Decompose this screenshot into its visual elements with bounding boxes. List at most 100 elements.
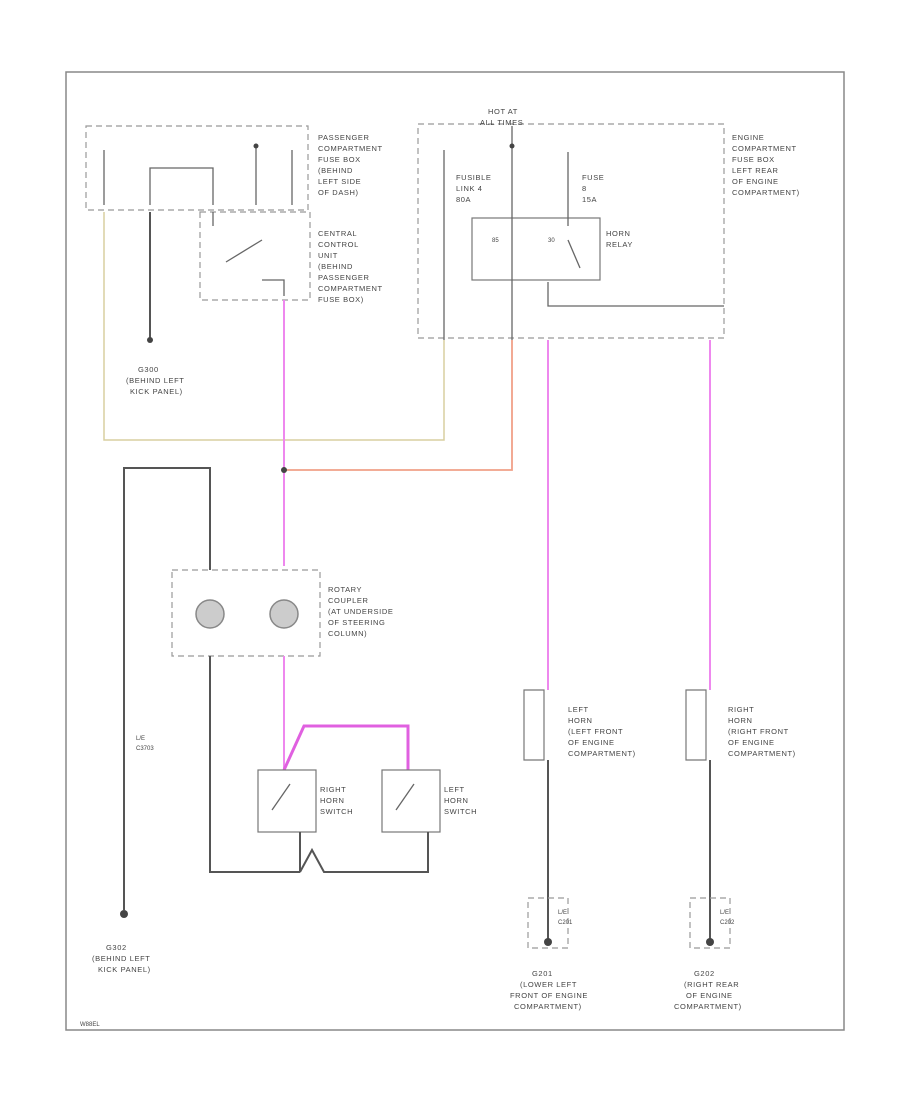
svg-text:PASSENGER: PASSENGER — [318, 133, 370, 142]
svg-text:KICK PANEL): KICK PANEL) — [130, 387, 183, 396]
coupler-coil-right — [269, 599, 299, 629]
ground-left-front-label: G201 (LOWER LEFT FRONT OF ENGINE COMPART… — [510, 969, 588, 1011]
svg-text:FRONT OF ENGINE: FRONT OF ENGINE — [510, 991, 588, 1000]
horn-relay-label: HORN RELAY — [606, 229, 633, 249]
svg-text:ALL TIMES: ALL TIMES — [480, 118, 523, 127]
svg-text:SWITCH: SWITCH — [320, 807, 353, 816]
right-horn-switch-label: RIGHT HORN SWITCH — [320, 785, 353, 816]
ground-node-g202 — [706, 938, 714, 946]
ccu-switch-blade — [225, 239, 263, 263]
rotary-coupler-outline — [171, 569, 321, 657]
svg-text:(BEHIND: (BEHIND — [318, 262, 353, 271]
svg-text:LEFT: LEFT — [444, 785, 465, 794]
lc-c3703-label: L/E C3703 — [136, 736, 154, 752]
switch-ground-wire — [299, 832, 429, 873]
right-horn-body — [685, 689, 707, 761]
svg-text:(RIGHT REAR: (RIGHT REAR — [684, 980, 739, 989]
svg-text:HORN: HORN — [320, 796, 344, 805]
svg-text:(AT UNDERSIDE: (AT UNDERSIDE — [328, 607, 393, 616]
ground-right-rear-label: G202 (RIGHT REAR OF ENGINE COMPARTMENT) — [674, 969, 742, 1011]
svg-text:OF DASH): OF DASH) — [318, 188, 359, 197]
svg-text:OF ENGINE: OF ENGINE — [728, 738, 775, 747]
svg-text:CONTROL: CONTROL — [318, 240, 359, 249]
svg-text:L/E: L/E — [720, 910, 729, 916]
left-horn-body — [523, 689, 545, 761]
right-horn-label: RIGHT HORN (RIGHT FRONT OF ENGINE COMPAR… — [728, 705, 795, 758]
svg-text:OF ENGINE: OF ENGINE — [686, 991, 733, 1000]
svg-text:OF ENGINE: OF ENGINE — [732, 177, 779, 186]
svg-text:KICK PANEL): KICK PANEL) — [98, 965, 151, 974]
diagram-border — [65, 71, 845, 1031]
svg-text:L/E: L/E — [558, 910, 567, 916]
central-control-unit-label: CENTRAL CONTROL UNIT (BEHIND PASSENGER C… — [318, 229, 382, 304]
left-horn-switch-outline — [381, 769, 441, 833]
left-horn-label: LEFT HORN (LEFT FRONT OF ENGINE COMPARTM… — [568, 705, 636, 758]
svg-text:FUSIBLE: FUSIBLE — [456, 173, 491, 182]
svg-text:RELAY: RELAY — [606, 240, 633, 249]
relay-pin-85: 85 — [492, 238, 499, 244]
svg-text:C202: C202 — [720, 920, 735, 926]
svg-text:PASSENGER: PASSENGER — [318, 273, 370, 282]
svg-text:HORN: HORN — [728, 716, 752, 725]
c201-connector — [527, 897, 569, 949]
footer-code: W88EL — [80, 1022, 100, 1028]
right-switch-blade — [271, 783, 291, 811]
svg-text:COMPARTMENT): COMPARTMENT) — [514, 1002, 582, 1011]
svg-text:G202: G202 — [694, 969, 715, 978]
svg-text:FUSE: FUSE — [582, 173, 604, 182]
pfb-wire-loop — [149, 167, 214, 205]
engine-fuse-box-outline — [417, 123, 725, 339]
svg-text:LINK 4: LINK 4 — [456, 184, 483, 193]
svg-text:80A: 80A — [456, 195, 471, 204]
svg-text:COMPARTMENT): COMPARTMENT) — [674, 1002, 742, 1011]
svg-text:COMPARTMENT): COMPARTMENT) — [732, 188, 800, 197]
pink-switch-bridge — [282, 724, 410, 771]
passenger-fuse-box-label: PASSENGER COMPARTMENT FUSE BOX (BEHIND L… — [318, 133, 383, 197]
svg-text:(BEHIND LEFT: (BEHIND LEFT — [126, 376, 184, 385]
fusible-link-label: FUSIBLE LINK 4 80A — [456, 173, 491, 204]
hot-at-all-times-label: HOT AT ALL TIMES — [480, 107, 523, 127]
svg-text:FUSE BOX): FUSE BOX) — [318, 295, 364, 304]
ground-node-g300 — [147, 337, 153, 343]
horn-relay-outline — [471, 217, 601, 281]
efb-node — [509, 143, 515, 149]
lc-c201-label: L/E C201 — [558, 910, 573, 926]
svg-text:COLUMN): COLUMN) — [328, 629, 367, 638]
svg-text:(BEHIND: (BEHIND — [318, 166, 353, 175]
ground-left-kick-2-label: G302 (BEHIND LEFT KICK PANEL) — [92, 943, 151, 974]
engine-fuse-box-label: ENGINE COMPARTMENT FUSE BOX LEFT REAR OF… — [732, 133, 800, 197]
ground-node-g201 — [544, 938, 552, 946]
svg-text:CENTRAL: CENTRAL — [318, 229, 357, 238]
svg-text:OF ENGINE: OF ENGINE — [568, 738, 615, 747]
svg-text:UNIT: UNIT — [318, 251, 338, 260]
rotary-coupler-label: ROTARY COUPLER (AT UNDERSIDE OF STEERING… — [328, 585, 393, 638]
relay-pin-30: 30 — [548, 238, 555, 244]
svg-text:ROTARY: ROTARY — [328, 585, 362, 594]
svg-text:C201: C201 — [558, 920, 573, 926]
svg-text:8: 8 — [582, 184, 587, 193]
svg-text:G300: G300 — [138, 365, 159, 374]
left-horn-switch-label: LEFT HORN SWITCH — [444, 785, 477, 816]
svg-text:COUPLER: COUPLER — [328, 596, 368, 605]
svg-text:HOT AT: HOT AT — [488, 107, 518, 116]
tan-wire — [103, 212, 445, 441]
svg-text:FUSE BOX: FUSE BOX — [732, 155, 775, 164]
svg-text:COMPARTMENT): COMPARTMENT) — [568, 749, 636, 758]
svg-text:HORN: HORN — [568, 716, 592, 725]
orange-wire-relay — [284, 340, 513, 471]
gray-switch-return — [209, 656, 300, 873]
svg-text:COMPARTMENT: COMPARTMENT — [318, 144, 383, 153]
svg-text:(LOWER LEFT: (LOWER LEFT — [520, 980, 577, 989]
splice-node — [281, 467, 287, 473]
svg-text:RIGHT: RIGHT — [728, 705, 754, 714]
svg-text:LEFT: LEFT — [568, 705, 589, 714]
pfb-node — [253, 143, 259, 149]
passenger-fuse-box-outline — [85, 125, 309, 211]
svg-text:(BEHIND LEFT: (BEHIND LEFT — [92, 954, 150, 963]
relay-contact — [567, 239, 581, 269]
left-switch-blade — [395, 783, 415, 811]
svg-text:L/E: L/E — [136, 736, 145, 742]
svg-text:ENGINE: ENGINE — [732, 133, 764, 142]
